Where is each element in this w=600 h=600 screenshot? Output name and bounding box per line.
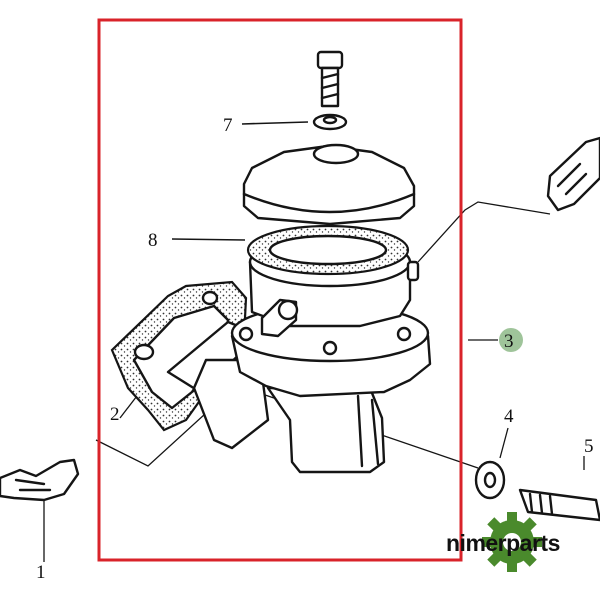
logo-text: nimerparts [446, 530, 560, 556]
callout-4: 4 [504, 406, 514, 427]
callout-1: 1 [36, 562, 46, 583]
external-parts [0, 136, 600, 522]
brand-logo: nimerparts [446, 512, 560, 572]
callout-8: 8 [148, 230, 158, 251]
fuel-pump-assembly [110, 50, 432, 474]
callout-2: 2 [110, 404, 120, 425]
callout-5: 5 [584, 436, 594, 457]
highlight-frame [97, 18, 463, 562]
gear-icon [482, 512, 542, 572]
callout-7: 7 [223, 115, 233, 136]
callout-3: 3 [504, 331, 514, 352]
callout-badge [499, 328, 523, 352]
